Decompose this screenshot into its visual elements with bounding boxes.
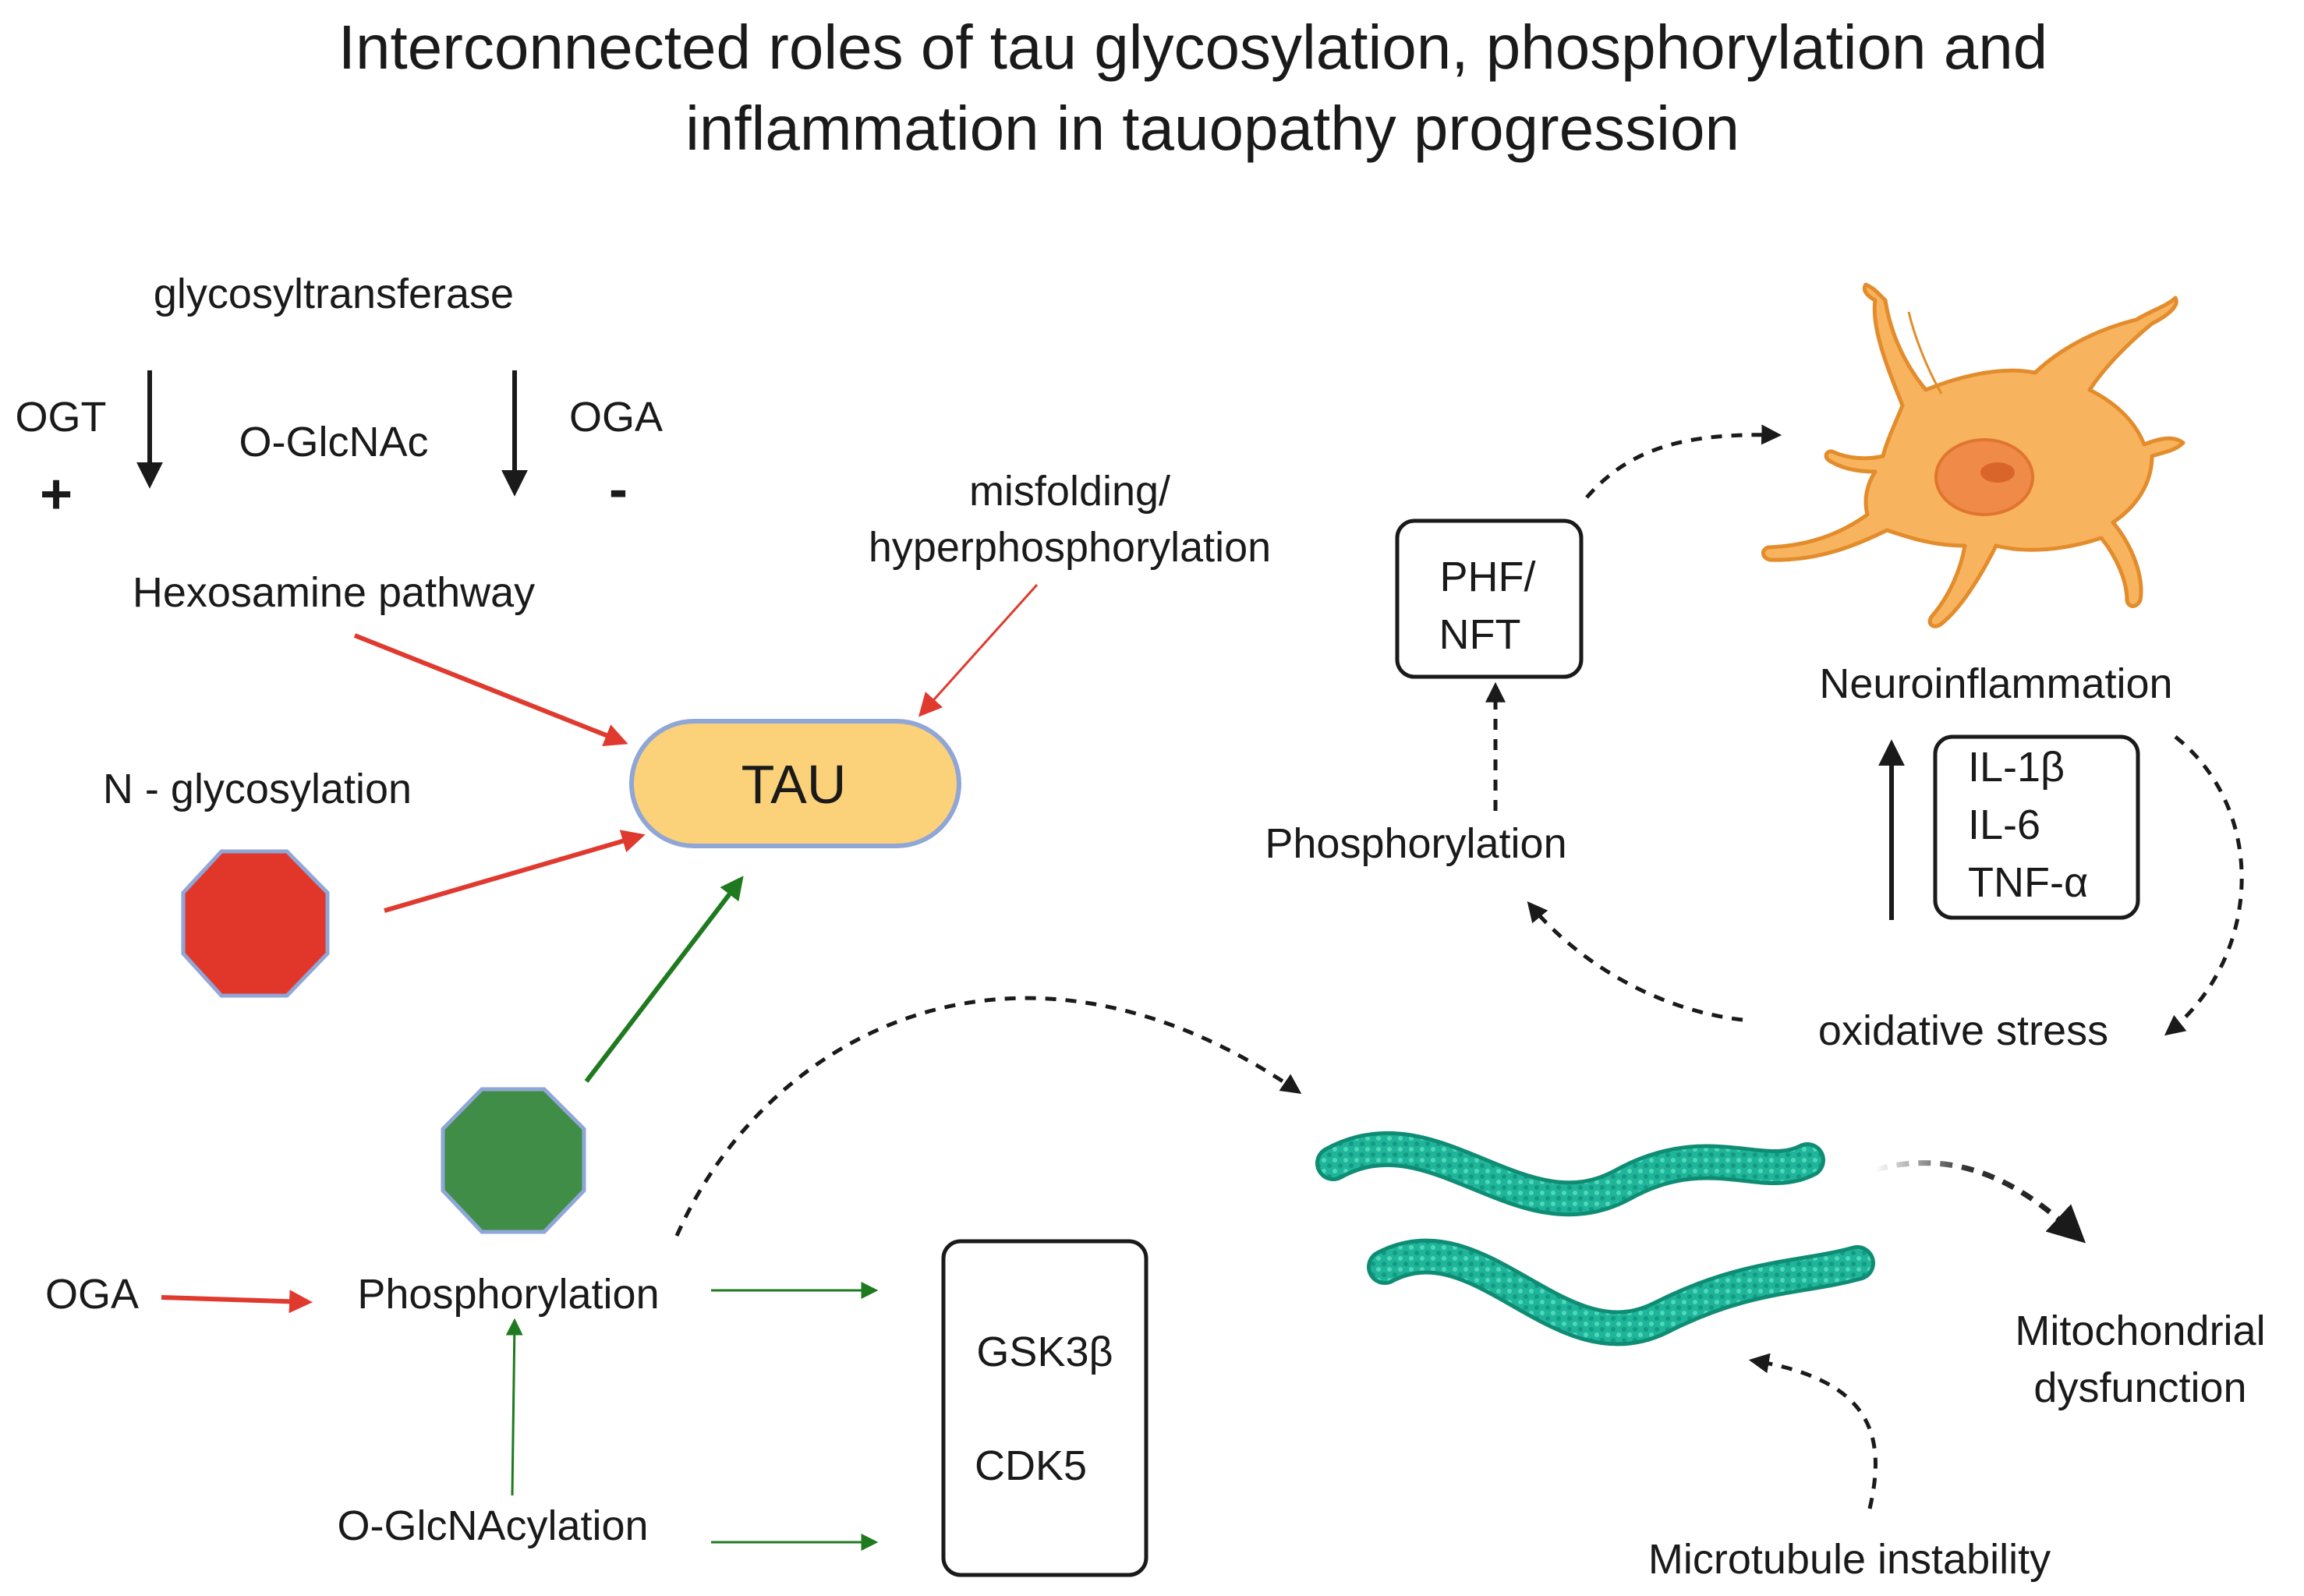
label-oga-top: OGA xyxy=(569,394,663,441)
title-line-1: Interconnected roles of tau glycosylatio… xyxy=(338,12,2048,82)
arrow-green-octagon-to-tau xyxy=(584,876,744,1083)
green-octagon-icon xyxy=(441,1087,586,1234)
kinase-box xyxy=(941,1239,1148,1577)
label-minus: - xyxy=(609,458,628,521)
arrow-n-glycosylation-to-tau xyxy=(384,830,646,913)
tau-label: TAU xyxy=(741,754,847,815)
label-microtubule-instability: Microtubule instability xyxy=(1648,1536,2051,1583)
label-cdk5: CDK5 xyxy=(975,1442,1087,1489)
phf-nft-box xyxy=(1395,518,1584,679)
label-phf: PHF/ xyxy=(1439,554,1535,600)
label-hyperphosphorylation: hyperphosphorylation xyxy=(869,524,1271,571)
title-line-2: inflammation in tauopathy progression xyxy=(685,94,1740,163)
fading-arrow-to-mitochondrial xyxy=(1874,1160,2086,1244)
arrow-hexosamine-to-tau xyxy=(353,633,628,747)
arrow-oga-to-phosphorylation xyxy=(161,1290,313,1314)
label-gsk3b: GSK3β xyxy=(976,1329,1113,1375)
label-n-glycosylation: N - glycosylation xyxy=(103,766,412,812)
dashed-arrow-instability-to-microtubules xyxy=(1748,1353,1878,1509)
label-nft: NFT xyxy=(1439,611,1521,658)
label-il6: IL-6 xyxy=(1968,802,2040,848)
label-o-glcnac: O-GlcNAc xyxy=(239,419,429,465)
label-glycosyltransferase: glycosyltransferase xyxy=(154,271,514,317)
microtubule-icon xyxy=(1315,1131,1875,1347)
label-o-glcnacylation: O-GlcNAcylation xyxy=(337,1502,648,1549)
label-il1b: IL-1β xyxy=(1968,744,2065,791)
label-dysfunction: dysfunction xyxy=(2033,1364,2246,1411)
label-phosphorylation-bottom: Phosphorylation xyxy=(357,1271,659,1318)
arrow-misfolding-to-tau xyxy=(918,583,1039,717)
label-mitochondrial: Mitochondrial xyxy=(2015,1308,2265,1354)
label-oxidative-stress: oxidative stress xyxy=(1818,1007,2108,1054)
dashed-arrow-phf-to-neuron xyxy=(1585,424,1782,499)
label-ogt: OGT xyxy=(16,394,107,441)
label-phosphorylation-right: Phosphorylation xyxy=(1265,820,1566,867)
label-hexosamine-pathway: Hexosamine pathway xyxy=(133,569,535,616)
label-tnfa: TNF-α xyxy=(1968,859,2088,906)
label-oga-bottom: OGA xyxy=(45,1271,139,1318)
tau-node xyxy=(629,719,961,848)
red-octagon-icon xyxy=(181,849,330,998)
cytokine-box xyxy=(1933,734,2140,920)
neuron-icon xyxy=(1761,282,2185,628)
label-neuroinflammation: Neuroinflammation xyxy=(1819,660,2172,707)
dashed-arrow-neuroinflammation-to-oxidative xyxy=(2164,735,2244,1036)
dashed-arrow-phosphorylation-to-microtubules xyxy=(674,996,1302,1237)
label-plus: + xyxy=(40,463,73,526)
label-misfolding: misfolding/ xyxy=(969,468,1170,515)
dashed-arrow-oxidative-to-phosphorylation xyxy=(1527,901,1743,1022)
arrow-o-glcnacylation-to-phosphorylation xyxy=(505,1318,523,1496)
